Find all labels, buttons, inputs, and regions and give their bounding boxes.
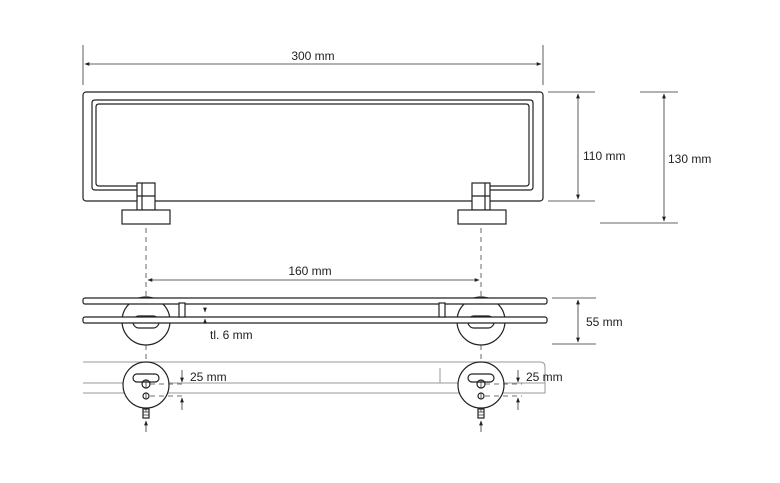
dim-label-110: 110 mm (583, 149, 625, 163)
set-screw-right (477, 408, 485, 419)
rail-inner (95, 103, 530, 187)
set-screw-left (142, 408, 150, 419)
dim-label-130: 130 mm (668, 152, 711, 166)
connector-left (178, 302, 186, 318)
dim-label-300: 300 mm (291, 49, 334, 63)
rail-outer (91, 99, 534, 191)
shelf-front-outline (82, 91, 544, 202)
mounting-view: 25 mm 25 mm (83, 361, 563, 432)
dim-label-55: 55 mm (586, 315, 623, 329)
connector-right (438, 302, 446, 318)
top-view: 160 mm tl. 6 mm 55 mm (82, 264, 623, 346)
bracket-right-base (457, 209, 507, 225)
dim-label-hole-left: 25 mm (190, 370, 227, 384)
shelf-ghost-outline (83, 361, 546, 394)
rail-bar (82, 316, 548, 324)
dim-label-hole-right: 25 mm (526, 370, 563, 384)
bracket-left-base (121, 209, 171, 225)
dim-label-thickness: tl. 6 mm (210, 328, 253, 342)
glass-plate (82, 297, 548, 305)
dim-label-160: 160 mm (288, 264, 331, 278)
front-view: 300 mm 110 mm 130 mm (82, 45, 711, 225)
